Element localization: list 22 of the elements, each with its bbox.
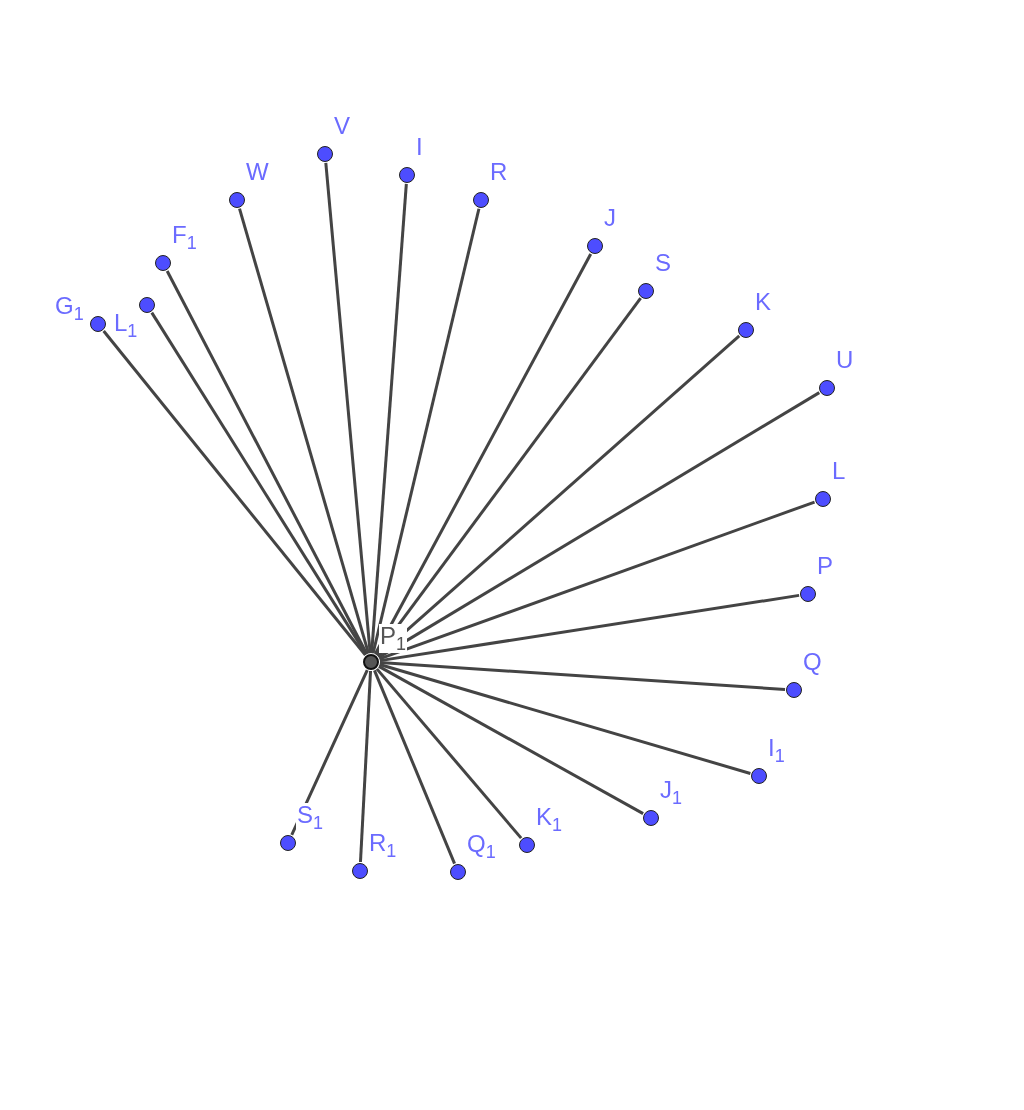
line-segment [379, 663, 751, 775]
line-segment [102, 330, 367, 656]
line-segment [377, 391, 821, 659]
line-segment [375, 297, 642, 656]
point-label: Q [802, 650, 823, 674]
line-segment [373, 669, 456, 865]
line-segment [150, 311, 368, 656]
line-segment [358, 670, 373, 863]
line-segment [376, 334, 741, 658]
point-label: P$_{1}$ [379, 624, 408, 654]
line-segment [238, 208, 370, 654]
line-segment [370, 183, 408, 654]
line-segment [379, 661, 786, 691]
line-segment [324, 162, 372, 654]
line-segment [371, 208, 481, 654]
line-segment [373, 253, 593, 655]
line-segment [290, 669, 369, 836]
line-segment [165, 270, 369, 655]
line-segment [375, 667, 523, 840]
line-segment [379, 593, 800, 663]
line-segment [378, 665, 644, 815]
line-segment [378, 500, 816, 661]
